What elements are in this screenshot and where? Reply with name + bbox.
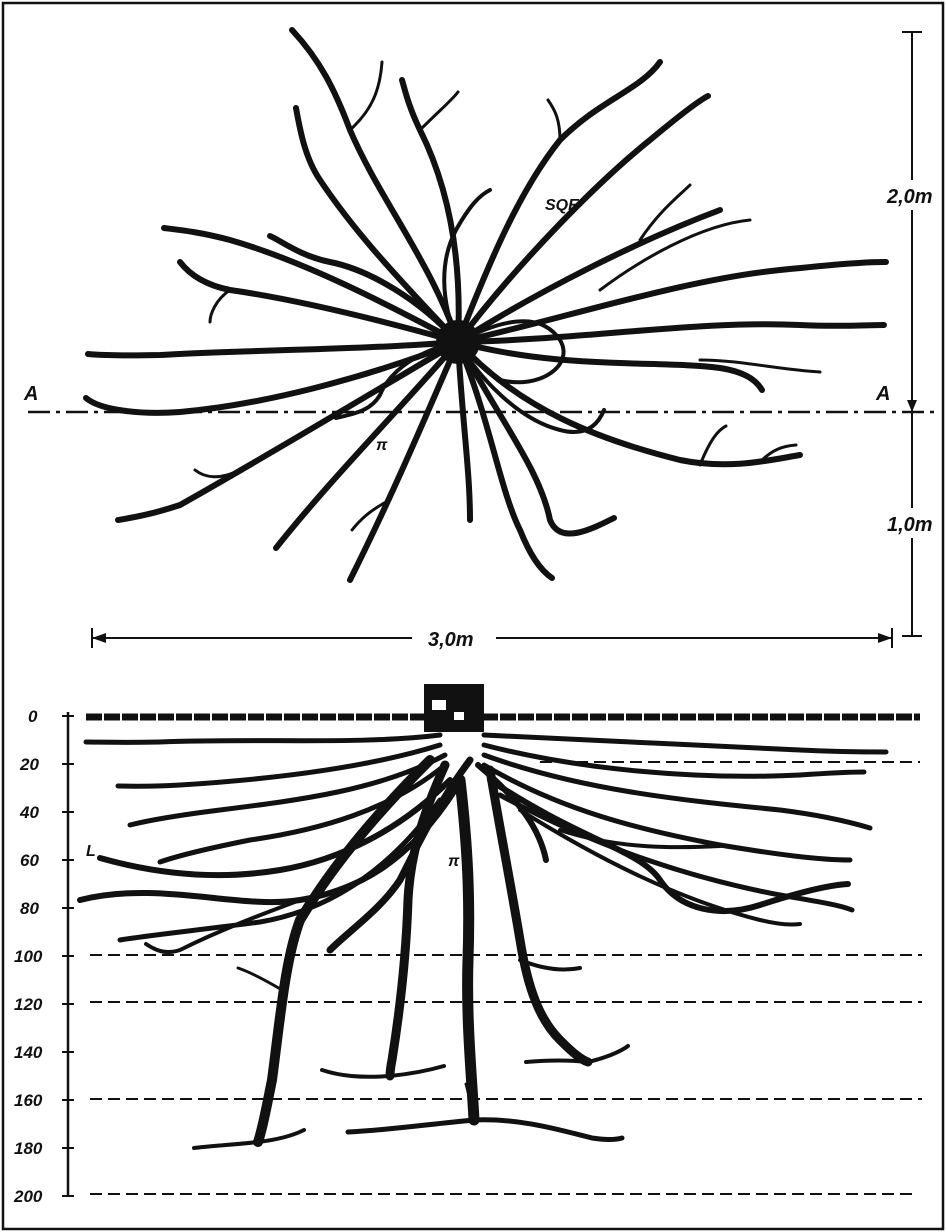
plan-root-se2 <box>458 342 614 534</box>
plan-root-n1 <box>292 30 458 342</box>
depth-label-120: 120 <box>14 995 43 1014</box>
plan-roots <box>86 30 886 580</box>
plan-root-sw3 <box>118 342 458 520</box>
sinker-root-1-foot <box>194 1130 304 1148</box>
plan-view: A A 2,0m 1,0m 3,0m SQE π <box>23 30 940 652</box>
lateral-root-right-1 <box>484 735 886 752</box>
soil-horizon-lines <box>90 762 922 1194</box>
dimension-label-horizontal: 3,0m <box>428 629 474 651</box>
depth-label-100: 100 <box>14 947 43 966</box>
profile-view: 0 20 40 60 80 100 120 140 160 180 200 L … <box>13 684 922 1206</box>
annotation-l: L <box>86 843 96 860</box>
plan-root-w2 <box>88 342 458 355</box>
dimension-label-lower: 1,0m <box>887 514 933 536</box>
section-marker-right: A <box>875 383 890 405</box>
section-marker-left: A <box>23 383 38 405</box>
plan-root-n1-branch <box>350 62 382 130</box>
depth-label-40: 40 <box>19 803 39 822</box>
dimension-label-upper: 2,0m <box>886 186 933 208</box>
depth-label-200: 200 <box>13 1187 43 1206</box>
depth-label-180: 180 <box>14 1139 43 1158</box>
annotation-mid: π <box>376 437 388 454</box>
vertical-dimension-arrow-mid <box>907 400 917 412</box>
sinker-root-2-foot <box>322 1066 444 1077</box>
plan-root-ne3 <box>458 210 720 342</box>
plan-root-sw1 <box>350 342 458 580</box>
depth-label-140: 140 <box>14 1043 43 1062</box>
plan-root-ne2 <box>458 96 708 342</box>
sinker-root-3 <box>460 780 474 1120</box>
depth-label-80: 80 <box>20 899 39 918</box>
plan-root-n2-branch <box>420 92 458 130</box>
sinker-root-3-foot <box>348 1120 622 1140</box>
plan-root-se1-branch <box>700 426 726 465</box>
sinker-root-1-branch <box>238 968 282 990</box>
depth-label-20: 20 <box>19 755 39 774</box>
lateral-root-left-1 <box>86 735 440 742</box>
plan-root-ne1-branch <box>548 100 560 140</box>
plan-root-nw-branch <box>210 290 230 322</box>
depth-label-0: 0 <box>28 707 38 726</box>
depth-label-160: 160 <box>14 1091 43 1110</box>
depth-label-60: 60 <box>20 851 39 870</box>
annotation-pi: π <box>448 853 460 870</box>
